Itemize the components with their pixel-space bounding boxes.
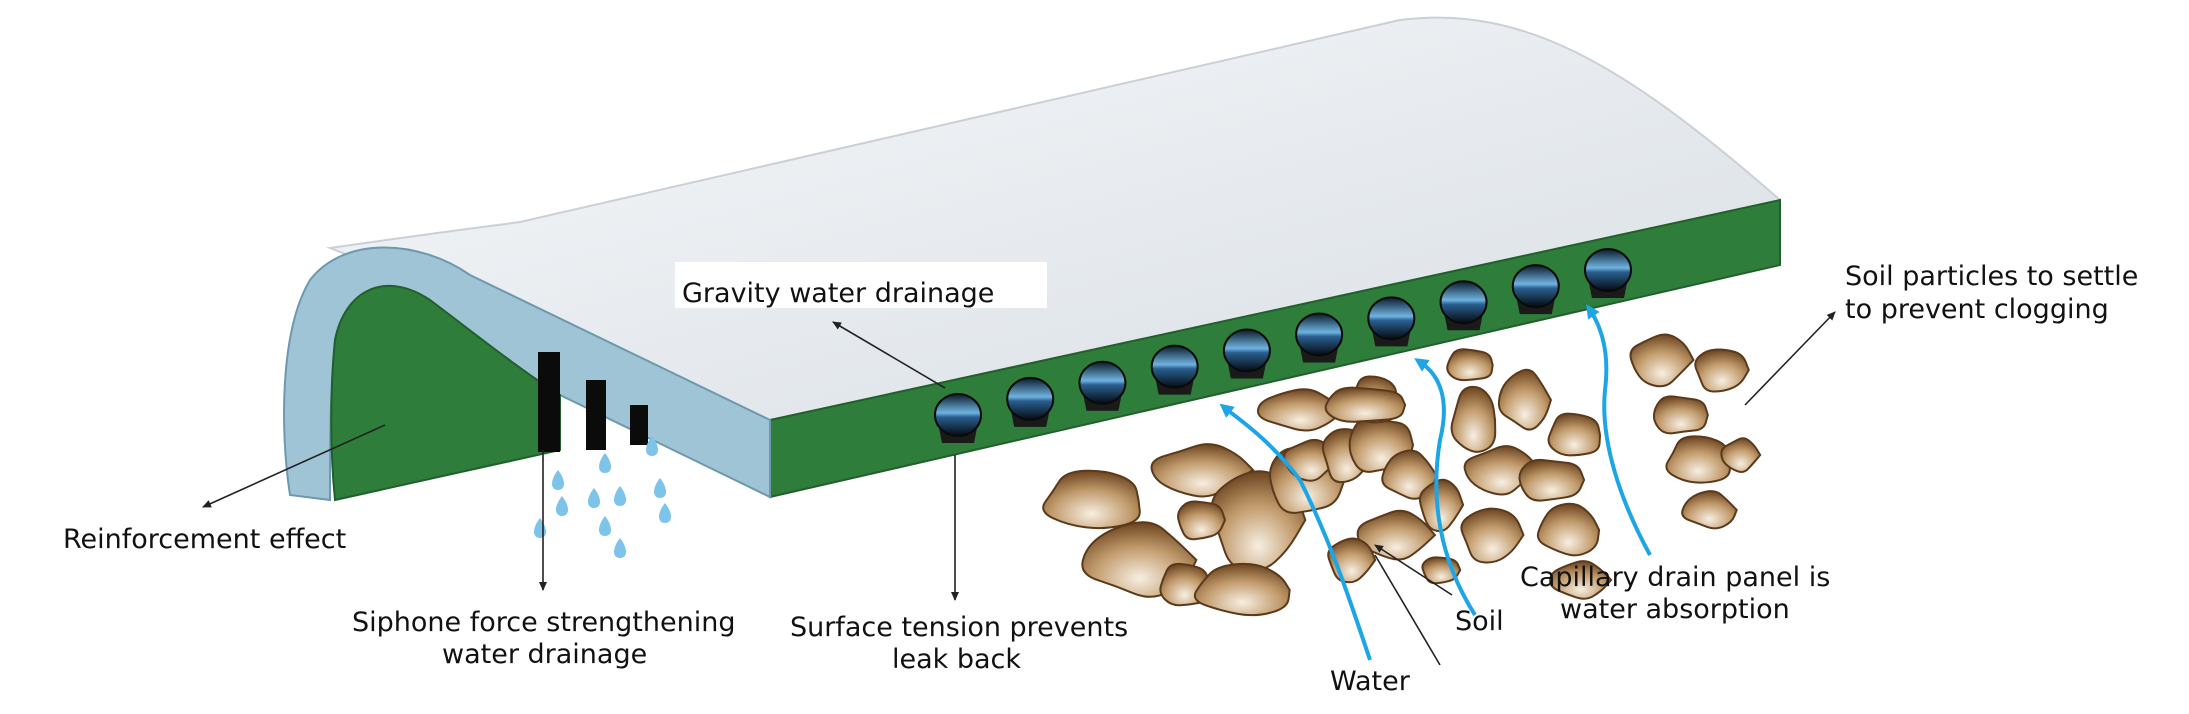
water-droplet	[614, 538, 626, 558]
pointer-reinforcement	[202, 424, 386, 508]
panel-inner-body	[330, 284, 561, 502]
pointer-water	[1374, 554, 1441, 666]
label-surface-tension-line1: Surface tension prevents	[790, 612, 1128, 643]
soil-particle	[1460, 507, 1525, 564]
label-soil-particles-line1: Soil particles to settle	[1845, 261, 2138, 292]
soil-particle	[1042, 469, 1141, 530]
siphon-slot	[630, 405, 648, 445]
capillary-hole	[1367, 296, 1416, 347]
siphon-slot	[538, 352, 560, 452]
soil-particle	[1547, 412, 1602, 457]
water-arrow	[1219, 403, 1372, 661]
water-droplet	[599, 453, 611, 473]
soil-particle	[1665, 435, 1731, 484]
soil-particle	[1257, 388, 1345, 432]
soil-particle	[1193, 562, 1291, 617]
water-droplet	[556, 496, 568, 516]
water-droplet	[654, 478, 666, 498]
soil-particle	[1446, 348, 1494, 382]
soil-particle	[1536, 502, 1601, 557]
pointer-gravity	[832, 321, 946, 389]
water-droplet	[534, 518, 546, 538]
soil-particle	[1652, 395, 1709, 435]
water-droplet	[614, 486, 626, 506]
capillary-hole	[1222, 328, 1271, 379]
soil-particle	[1497, 368, 1553, 431]
soil-particle	[1549, 560, 1613, 600]
label-backdrop	[675, 262, 1047, 308]
soil-particle	[1694, 348, 1750, 393]
water-flow-arrows	[1219, 304, 1652, 661]
capillary-hole	[1006, 376, 1055, 427]
soil-particle	[1681, 490, 1738, 530]
capillary-hole	[1078, 360, 1127, 411]
label-gravity-water-drainage: Gravity water drainage	[682, 278, 994, 309]
pointer-soil-particles	[1744, 311, 1836, 406]
capillary-hole	[1439, 280, 1488, 331]
water-droplets	[534, 436, 671, 558]
soil-particle	[1450, 385, 1497, 453]
capillary-hole	[934, 393, 982, 443]
water-droplet	[599, 516, 611, 536]
soil-particle	[1177, 500, 1227, 541]
label-soil: Soil	[1455, 606, 1504, 637]
siphon-slot	[586, 380, 606, 450]
water-arrow	[1414, 358, 1477, 617]
label-soil-particles-line2: to prevent clogging	[1845, 294, 2109, 325]
water-droplet	[552, 470, 564, 490]
label-water: Water	[1330, 666, 1411, 697]
capillary-hole	[1511, 264, 1560, 315]
label-capillary-line1: Capillary drain panel is	[1520, 562, 1830, 593]
water-droplet	[659, 503, 671, 523]
capillary-hole	[1295, 312, 1344, 363]
soil-particles	[1042, 333, 1762, 617]
pointer-lines	[202, 311, 1836, 666]
soil-particle	[1324, 386, 1407, 423]
label-capillary-line2: water absorption	[1560, 594, 1790, 625]
label-siphon-line2: water drainage	[442, 639, 647, 670]
label-siphon-line1: Siphone force strengthening	[352, 607, 735, 638]
water-droplet	[588, 488, 600, 508]
water-arrow	[1586, 304, 1652, 556]
soil-particle	[1418, 478, 1465, 533]
pointer-soil	[1374, 544, 1453, 596]
soil-particle	[1629, 333, 1695, 388]
capillary-holes	[934, 248, 1632, 443]
water-droplet	[646, 436, 658, 456]
capillary-hole	[1150, 344, 1199, 395]
label-surface-tension-line2: leak back	[892, 644, 1021, 675]
soil-particle	[1518, 458, 1586, 502]
soil-particle	[1720, 437, 1762, 473]
panel-top-surface	[326, 16, 1781, 422]
labels: Gravity water drainage Soil particles to…	[63, 261, 2138, 697]
capillary-hole	[1584, 248, 1632, 298]
label-reinforcement-effect: Reinforcement effect	[63, 524, 346, 555]
